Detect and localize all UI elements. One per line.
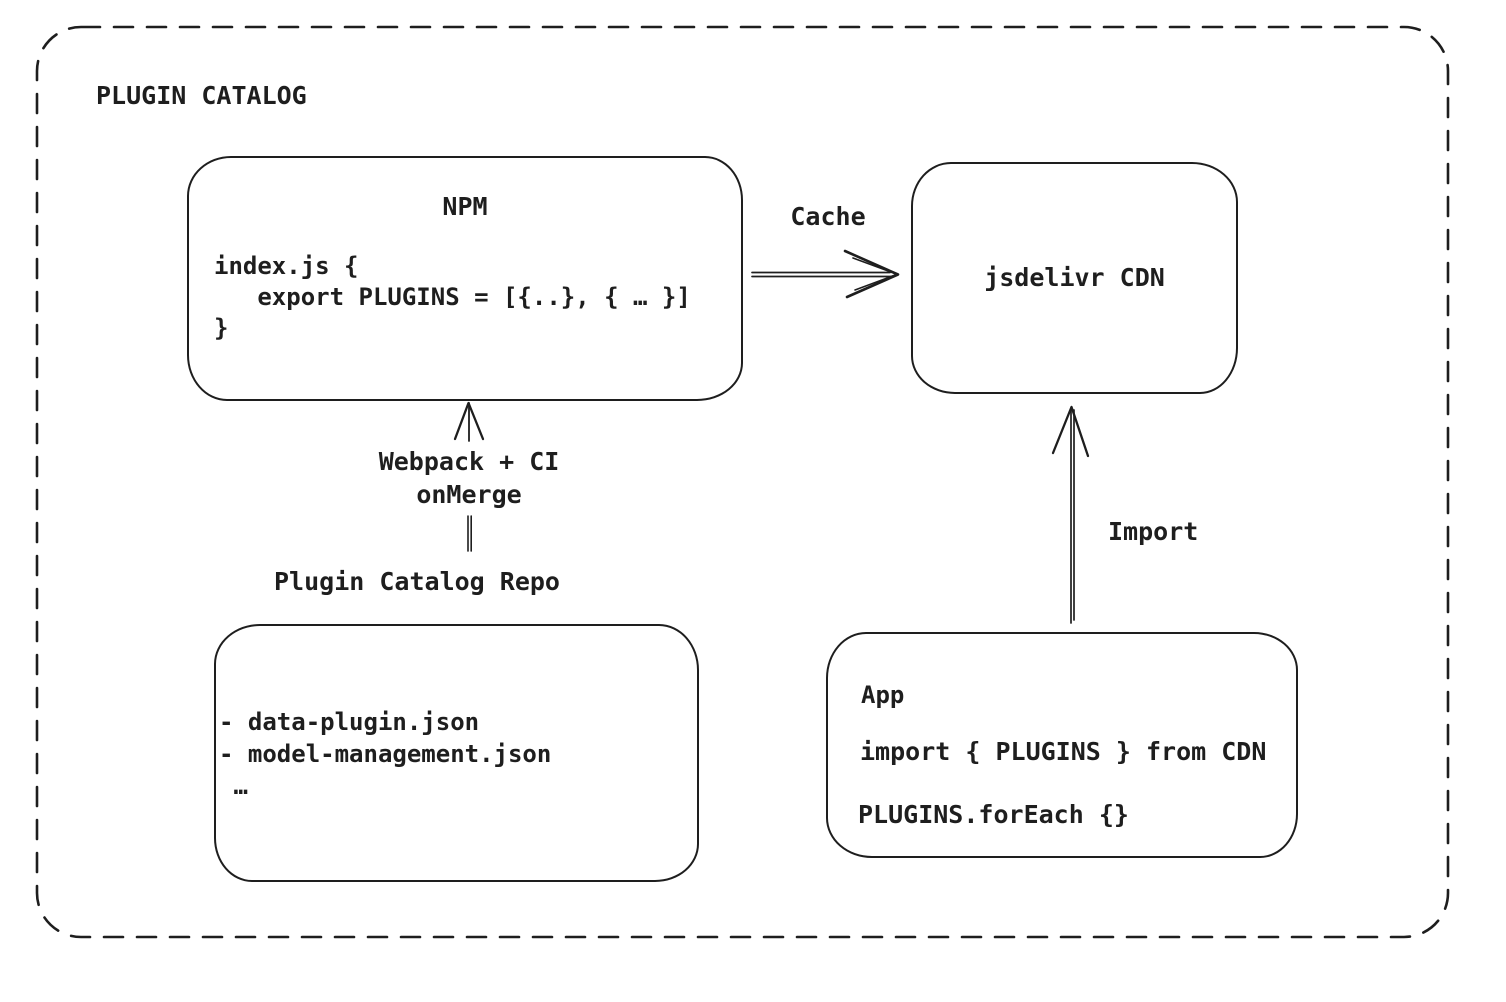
app-node-title: App bbox=[861, 681, 905, 709]
build-arrow-label-line2: onMerge bbox=[416, 480, 522, 509]
npm-node bbox=[187, 156, 743, 401]
app-node-code-import-line: import { PLUGINS } from CDN bbox=[860, 737, 1267, 766]
build-arrow bbox=[453, 401, 485, 552]
import-arrow bbox=[1051, 405, 1090, 624]
repo-node-title: Plugin Catalog Repo bbox=[274, 567, 560, 596]
import-arrow-label: Import bbox=[1108, 517, 1199, 546]
cache-arrow bbox=[751, 249, 900, 299]
npm-node-title: NPM bbox=[442, 192, 488, 221]
diagram-title: PLUGIN CATALOG bbox=[96, 81, 307, 110]
app-node-code-foreach-line: PLUGINS.forEach {} bbox=[858, 800, 1129, 829]
cache-arrow-label: Cache bbox=[790, 202, 866, 231]
repo-node bbox=[214, 624, 699, 882]
cdn-node bbox=[911, 162, 1238, 394]
build-arrow-label-line1: Webpack + CI bbox=[378, 447, 560, 476]
repo-node-code: - data-plugin.json - model-management.js… bbox=[219, 708, 552, 800]
catalog-boundary bbox=[35, 25, 1450, 939]
cdn-node-title: jsdelivr CDN bbox=[984, 263, 1165, 292]
app-node bbox=[826, 632, 1298, 858]
npm-node-code: index.js { export PLUGINS = [{..}, { … }… bbox=[214, 252, 691, 342]
